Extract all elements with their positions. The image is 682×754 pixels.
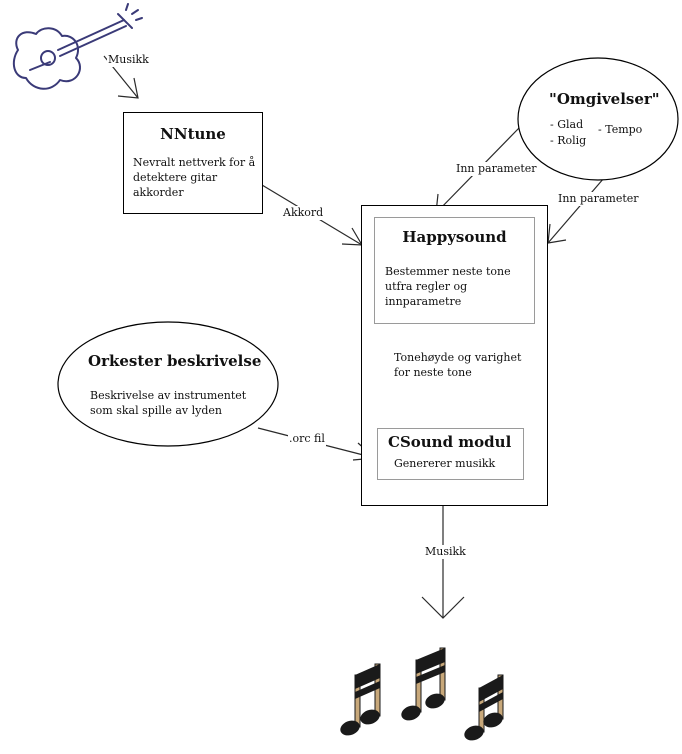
orkester-ellipse [57, 321, 279, 447]
arrowhead [421, 596, 465, 619]
edge-label-akkord: Akkord [282, 206, 325, 220]
orkester-title: Orkester beskrivelse [88, 352, 262, 370]
happysound-title: Happysound [402, 228, 507, 246]
guitar-icon [12, 3, 143, 90]
tonehoyde-label: Tonehøyde og varighet for neste tone [394, 350, 534, 380]
csound-box: CSound modul Genererer musikk [377, 428, 524, 480]
arrowhead [341, 227, 364, 246]
edge-omgivelser-right [547, 177, 605, 244]
edge-label-orc-fil: .orc fil [288, 432, 326, 446]
omgivelser-title: "Omgivelser" [549, 90, 660, 108]
arrowhead [117, 77, 139, 99]
nntune-title: NNtune [160, 125, 226, 143]
edge-label-inn-parameter-left: Inn parameter [455, 162, 538, 176]
music-notes-icon [340, 647, 504, 741]
omgivelser-item-glad: - Glad [550, 118, 584, 131]
orkester-description: Beskrivelse av instrumentet som skal spi… [90, 389, 247, 417]
happysound-description: Bestemmer neste tone utfra regler og inn… [385, 265, 511, 308]
arrowhead [547, 223, 567, 244]
omgivelser-item-tempo: - Tempo [598, 123, 643, 136]
omgivelser-ellipse [517, 57, 679, 181]
nntune-description: Nevralt nettverk for å detektere gitar a… [133, 156, 256, 199]
csound-title: CSound modul [388, 433, 512, 451]
edge-label-guitar-musikk: Musikk [107, 53, 150, 67]
omgivelser-item-rolig: - Rolig [550, 134, 587, 147]
happysound-box: Happysound Bestemmer neste tone utfra re… [374, 217, 535, 324]
edge-label-inn-parameter-right: Inn parameter [557, 192, 640, 206]
nntune-box: NNtune Nevralt nettverk for å detektere … [123, 112, 263, 214]
csound-description: Genererer musikk [394, 457, 496, 470]
edge-label-output-musikk: Musikk [424, 545, 467, 559]
